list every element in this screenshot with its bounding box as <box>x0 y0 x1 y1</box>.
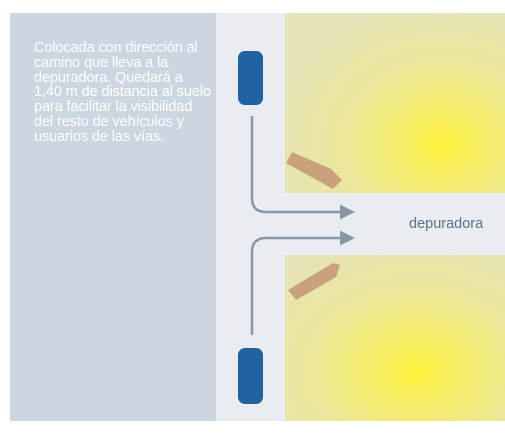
description-text: Colocada con dirección al camino que lle… <box>34 40 211 145</box>
destination-label: depuradora <box>409 216 484 232</box>
info-panel <box>10 13 216 421</box>
arrow-icon <box>250 116 355 220</box>
arrow-icon <box>250 230 355 335</box>
vehicle-icon <box>238 348 263 404</box>
field-top <box>285 13 505 193</box>
sign-icon <box>288 263 340 300</box>
sign-icon <box>286 152 342 189</box>
vehicle-icon <box>238 51 263 105</box>
